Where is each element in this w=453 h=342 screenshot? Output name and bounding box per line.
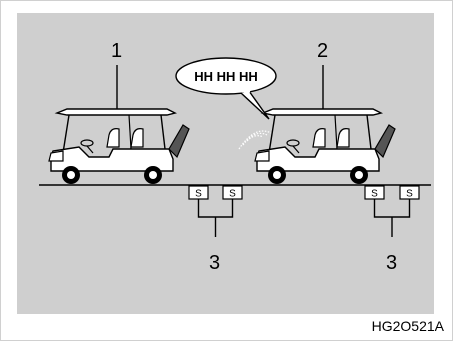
speech-bubble	[175, 57, 277, 120]
signal-icon	[238, 130, 272, 150]
golf-cart-1	[48, 108, 190, 184]
sensor-label: S	[195, 189, 202, 200]
sensor-label: S	[406, 189, 413, 200]
callout-1: 1	[111, 40, 123, 62]
sensor-label: S	[229, 189, 236, 200]
sensor-group-left: S S	[188, 185, 243, 237]
golf-cart-2	[254, 108, 396, 184]
sensor-label: S	[371, 189, 378, 200]
figure-code: HG2O521A	[371, 318, 444, 334]
callout-2: 2	[317, 40, 329, 62]
callout-3-right: 3	[386, 252, 398, 274]
speech-bubble-text: HH HH HH	[194, 69, 258, 84]
callout-3-left: 3	[209, 252, 221, 274]
sensor-group-right: S S	[364, 185, 420, 237]
